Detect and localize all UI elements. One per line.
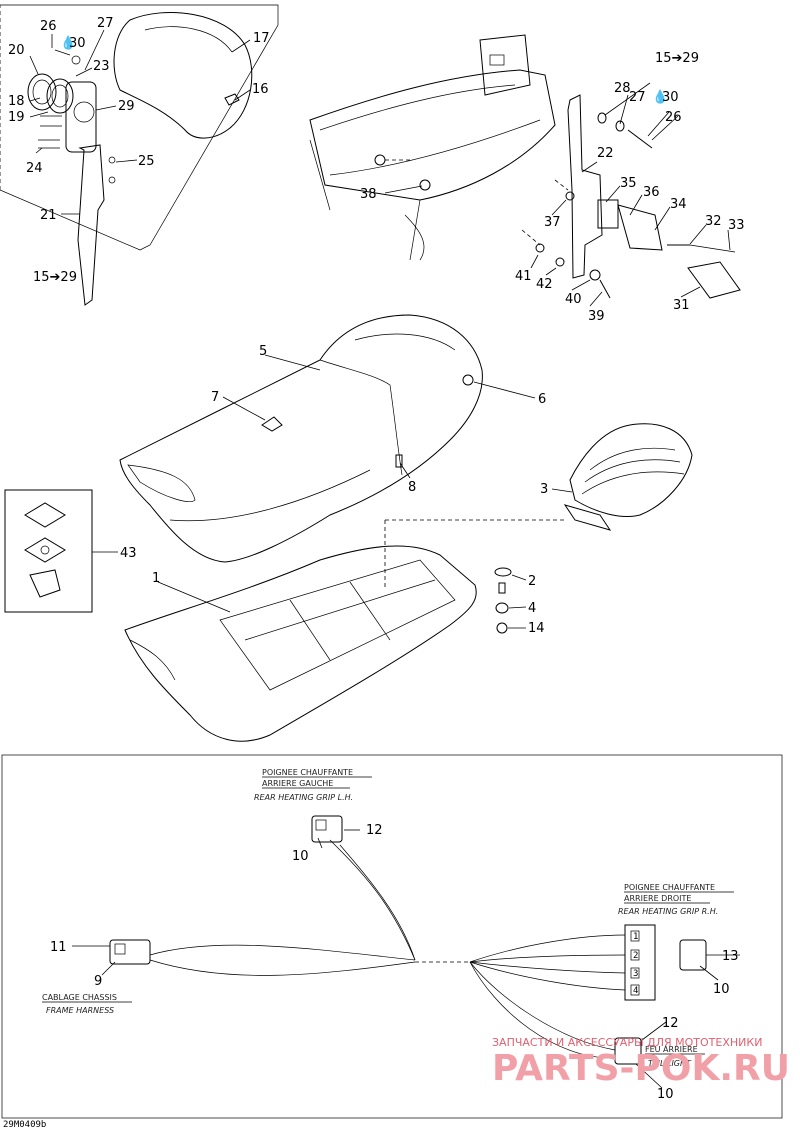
- wiring-harness: [149, 839, 626, 1059]
- callout-17: 17: [253, 31, 270, 46]
- callout-34: 34: [670, 197, 687, 212]
- kit-43-box: [4, 489, 118, 613]
- callout-26b: 26: [665, 110, 682, 125]
- right-grip-label-en: REAR HEATING GRIP R.H.: [618, 907, 718, 916]
- callout-23: 23: [93, 59, 110, 74]
- mount-hardware-left: [374, 154, 431, 191]
- callout-13: 13: [722, 949, 739, 964]
- connector-frame-harness: [109, 939, 151, 965]
- callout-32: 32: [705, 214, 722, 229]
- callout-40: 40: [565, 292, 582, 307]
- rear-bracket-assembly: [521, 94, 741, 299]
- callout-10b: 10: [713, 982, 730, 997]
- callout-36: 36: [643, 185, 660, 200]
- callout-19: 19: [8, 110, 25, 125]
- callout-26: 26: [40, 19, 57, 34]
- connector-left-grip: [311, 815, 343, 843]
- callout-25: 25: [138, 154, 155, 169]
- callout-labels: 26 27 20 💧 30 23 18 19 29 17 16 25 24 21…: [8, 16, 745, 1102]
- luggage-rack: [309, 34, 556, 261]
- callout-42: 42: [536, 277, 553, 292]
- callout-31: 31: [673, 298, 690, 313]
- callout-30b: 30: [662, 90, 679, 105]
- callout-10: 10: [292, 849, 309, 864]
- ref-15-29-left: 15➔29: [33, 270, 77, 285]
- pin-1: 1: [633, 932, 638, 942]
- callout-6: 6: [538, 392, 546, 407]
- callout-2: 2: [528, 574, 536, 589]
- callout-11: 11: [50, 940, 67, 955]
- grip-detail-frame: [0, 4, 279, 251]
- callout-9: 9: [94, 974, 102, 989]
- drop-icon: 💧: [60, 35, 76, 51]
- callout-33: 33: [728, 218, 745, 233]
- leader-lines: [29, 29, 740, 1089]
- callout-12: 12: [366, 823, 383, 838]
- left-grip-label-en: REAR HEATING GRIP L.H.: [254, 793, 353, 802]
- pin-4: 4: [633, 986, 638, 996]
- callout-8: 8: [408, 480, 416, 495]
- seat-part-5: [119, 314, 483, 563]
- callout-12b: 12: [662, 1016, 679, 1031]
- callout-21: 21: [40, 208, 57, 223]
- callout-24: 24: [26, 161, 43, 176]
- right-grip-label-fr2: ARRIERE DROITE: [624, 894, 691, 903]
- right-grip-label-fr1: POIGNEE CHAUFFANTE: [624, 883, 715, 892]
- callout-27: 27: [97, 16, 114, 31]
- callout-18: 18: [8, 94, 25, 109]
- callout-1: 1: [152, 571, 160, 586]
- hardware-2-4-14: [494, 567, 512, 634]
- left-grip-label-fr1: POIGNEE CHAUFFANTE: [262, 768, 353, 777]
- callout-29: 29: [118, 99, 135, 114]
- wiring-frame: [1, 754, 783, 1119]
- callout-3: 3: [540, 482, 548, 497]
- rear-cover-part-3: [563, 423, 693, 531]
- heating-grip-assembly: [27, 49, 116, 306]
- callout-43: 43: [120, 546, 137, 561]
- drawing-code: 29M0409b: [3, 1120, 46, 1130]
- callout-10c: 10: [657, 1087, 674, 1102]
- callout-41: 41: [515, 269, 532, 284]
- tail-light-label-en: TAIL LIGHT: [648, 1059, 692, 1068]
- tail-light-label-fr: FEU ARRIERE: [645, 1045, 698, 1054]
- connector-tail-light: [614, 1037, 642, 1065]
- ref-15-29-right: 15➔29: [655, 51, 699, 66]
- drop-icon-2: 💧: [652, 89, 668, 105]
- frame-harness-label-en: FRAME HARNESS: [46, 1006, 114, 1015]
- watermark-line1: ЗАПЧАСТИ И АКСЕССУАРЫ ДЛЯ МОТОТЕХНИКИ: [492, 1036, 762, 1049]
- callout-20: 20: [8, 43, 25, 58]
- callout-38: 38: [360, 187, 377, 202]
- callout-30: 30: [69, 36, 86, 51]
- callout-27b: 27: [629, 90, 646, 105]
- callout-14: 14: [528, 621, 545, 636]
- pin-2: 2: [633, 951, 638, 961]
- watermark: ЗАПЧАСТИ И АКСЕССУАРЫ ДЛЯ МОТОТЕХНИКИ PA…: [492, 1036, 790, 1089]
- left-grip-label-fr2: ARRIERE GAUCHE: [262, 779, 333, 788]
- watermark-line2: PARTS-POK.RU: [492, 1048, 790, 1089]
- callout-22: 22: [597, 146, 614, 161]
- callout-37: 37: [544, 215, 561, 230]
- callout-4: 4: [528, 601, 536, 616]
- callout-16: 16: [252, 82, 269, 97]
- frame-harness-label-fr: CABLAGE CHASSIS: [42, 993, 117, 1002]
- callout-7: 7: [211, 390, 219, 405]
- callout-35: 35: [620, 176, 637, 191]
- callout-5: 5: [259, 344, 267, 359]
- callout-28: 28: [614, 81, 631, 96]
- seat-backrest-part-17: [113, 11, 253, 139]
- seat-base-part-1: [124, 519, 565, 742]
- wiring-labels: POIGNEE CHAUFFANTE ARRIERE GAUCHE REAR H…: [42, 768, 734, 1068]
- pin-3: 3: [633, 969, 638, 979]
- pin-labels: 1 2 3 4: [630, 930, 640, 996]
- callout-39: 39: [588, 309, 605, 324]
